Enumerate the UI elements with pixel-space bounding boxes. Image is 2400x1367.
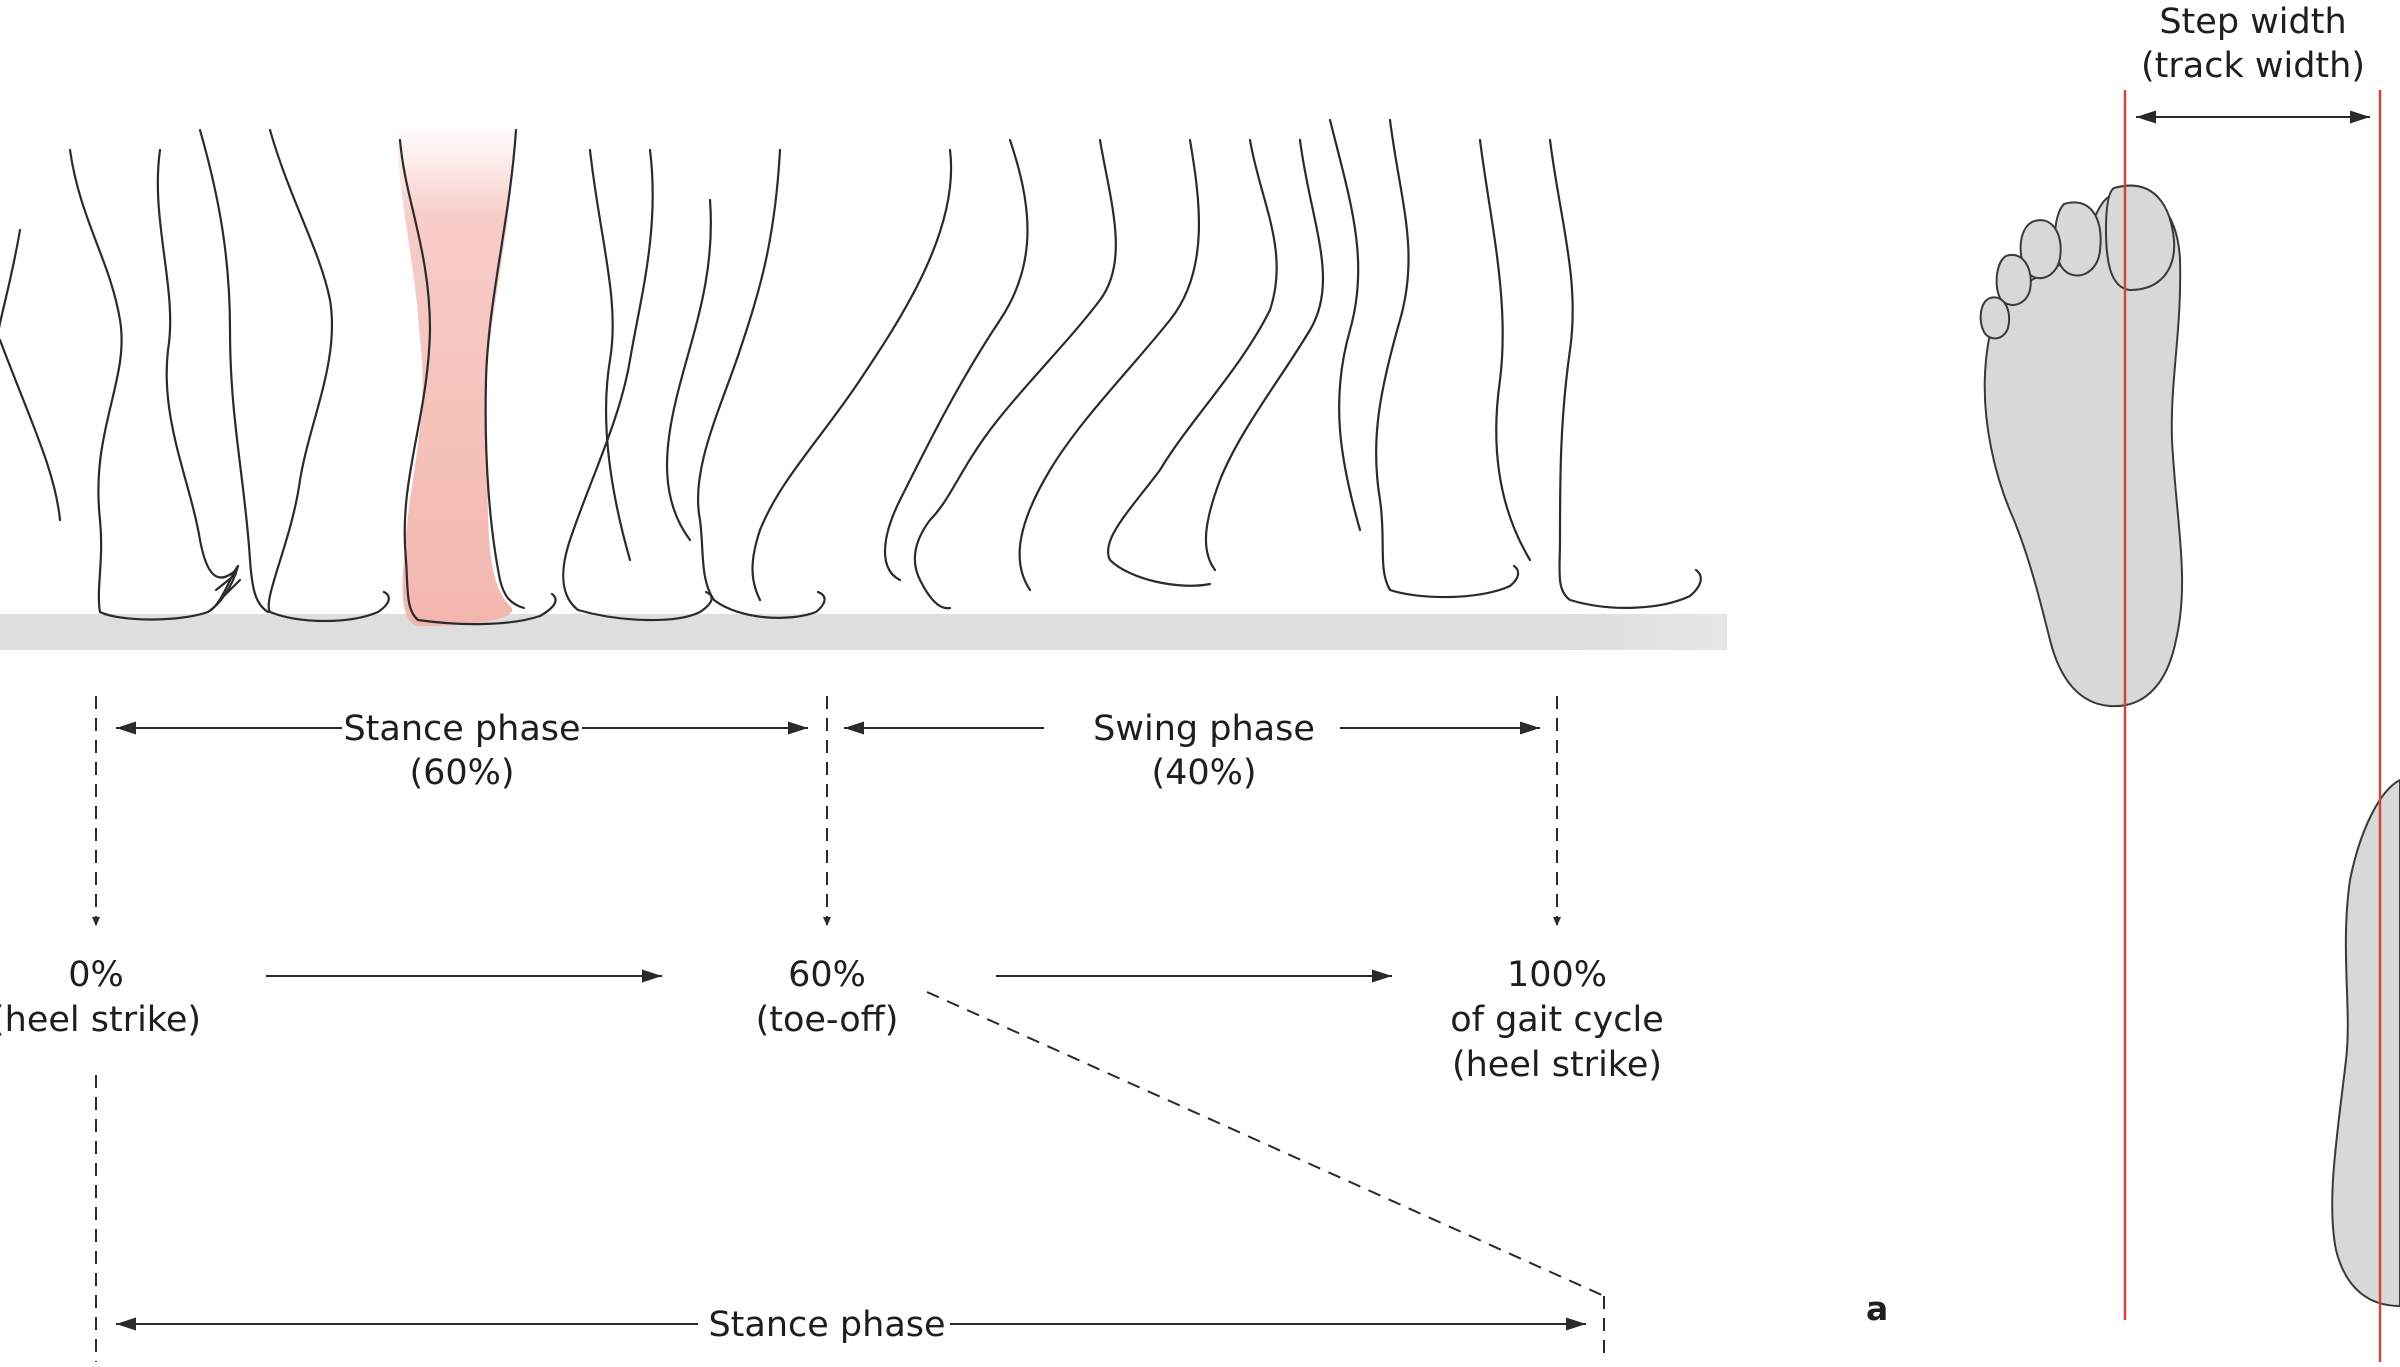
dash-diagonal bbox=[926, 991, 1605, 1297]
leg-11 bbox=[1478, 138, 1702, 609]
ground-band bbox=[0, 614, 1727, 650]
leg-3 bbox=[198, 128, 390, 623]
bottom-stance-phase-label: Stance phase bbox=[708, 1305, 945, 1345]
percent-0-label: 0% bbox=[68, 955, 124, 995]
leg-7 bbox=[751, 138, 1029, 602]
track-width-label: (track width) bbox=[2141, 46, 2365, 86]
panel-letter: a bbox=[1866, 1289, 1888, 1328]
leg-10 bbox=[1328, 118, 1520, 599]
leg-4 bbox=[398, 128, 557, 626]
percent-100-label: 100% bbox=[1507, 955, 1607, 995]
phase-annotations: Stance phase (60%) Swing phase (40%) 0% … bbox=[0, 696, 1664, 1362]
percent-60-label: 60% bbox=[788, 955, 866, 995]
step-width-label: Step width bbox=[2159, 2, 2346, 42]
leg-2 bbox=[68, 148, 240, 621]
leg-6 bbox=[665, 148, 826, 619]
swing-phase-label: Swing phase bbox=[1093, 709, 1315, 749]
leg-9 bbox=[1107, 138, 1325, 587]
leg-1 bbox=[0, 228, 62, 522]
foot-sole-partial-icon bbox=[2331, 778, 2400, 1308]
foot-sole-icon bbox=[1979, 184, 2184, 708]
stance-phase-label: Stance phase bbox=[343, 709, 580, 749]
highlighted-leg bbox=[397, 130, 516, 626]
percent-100-sublabel-1: of gait cycle bbox=[1450, 1000, 1664, 1040]
footprint-panel: Step width (track width) a bbox=[1866, 2, 2400, 1362]
foot-2 bbox=[206, 564, 242, 614]
percent-100-sublabel-2: (heel strike) bbox=[1452, 1045, 1662, 1085]
percent-60-sublabel: (toe-off) bbox=[756, 1000, 899, 1040]
swing-phase-percent: (40%) bbox=[1151, 753, 1256, 793]
leg-5 bbox=[562, 148, 713, 622]
stance-phase-percent: (60%) bbox=[409, 753, 514, 793]
percent-0-sublabel: (heel strike) bbox=[0, 1000, 201, 1040]
walking-legs-illustration bbox=[0, 118, 1727, 650]
leg-8 bbox=[913, 138, 1201, 610]
